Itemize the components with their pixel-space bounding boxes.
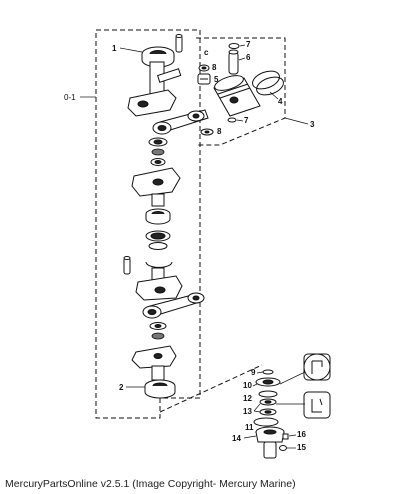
piston-pin-retainer-bottom [227,117,237,123]
dowel-pin-lower [123,256,131,275]
callout-6: 6 [246,53,251,62]
rod-bearing-stack-lower [149,322,167,340]
dowel-pin-top [175,34,183,53]
top-main-bearing [141,46,175,68]
callout-10: 10 [243,381,252,390]
assembly-label: 0-1 [64,93,76,102]
crankshaft-upper-throw [127,61,182,117]
piston [213,75,261,117]
washer-8-upper [198,64,210,72]
lower-group-boundary [159,364,263,413]
callout-11: 11 [245,423,254,432]
connecting-rod-lower [142,292,205,319]
seal-13 [259,398,277,416]
snap-ring [145,261,173,268]
washer-15 [279,445,287,451]
callout-14: 14 [232,434,241,443]
washer-9 [262,369,274,375]
end-cap-14 [255,426,285,459]
connecting-rod-upper [152,109,209,135]
center-main-bearing [145,208,171,225]
callout-7b: 7 [244,116,249,125]
washer-8-rod [200,128,214,136]
seal-detail-lower [303,391,331,419]
callout-7a: 7 [246,40,251,49]
callout-16: 16 [297,430,306,439]
callout-1: 1 [112,44,117,53]
o-ring-12 [258,390,278,398]
screw-16 [282,433,289,440]
image-credit: MercuryPartsOnline v2.5.1 (Image Copyrig… [5,478,296,490]
callout-3: 3 [310,120,315,129]
seal-10 [255,377,281,387]
bearing-5 [197,73,211,85]
callout-12: 12 [243,394,252,403]
crankshaft-lower-throw [135,267,183,301]
callout-15: 15 [297,443,306,452]
callout-9: 9 [251,368,256,377]
bearing-race-pair [145,230,171,250]
callout-13: 13 [243,407,252,416]
crankshaft-bottom-throw [131,345,177,381]
rod-bearing-stack-upper [148,137,168,166]
callout-8b: 8 [217,127,222,136]
callout-8a: 8 [212,63,217,72]
bottom-main-bearing [144,379,176,399]
crankshaft-middle-throw [131,167,181,207]
o-ring-11 [253,417,279,427]
callout-2: 2 [119,383,124,392]
seal-detail-upper [303,353,331,381]
callout-5: 5 [214,75,219,84]
piston-pin [228,49,239,75]
callout-c-mark: c [204,48,209,57]
callout-4: 4 [278,97,283,106]
piston-rings [252,70,284,96]
piston-pin-retainer-top [228,43,240,49]
